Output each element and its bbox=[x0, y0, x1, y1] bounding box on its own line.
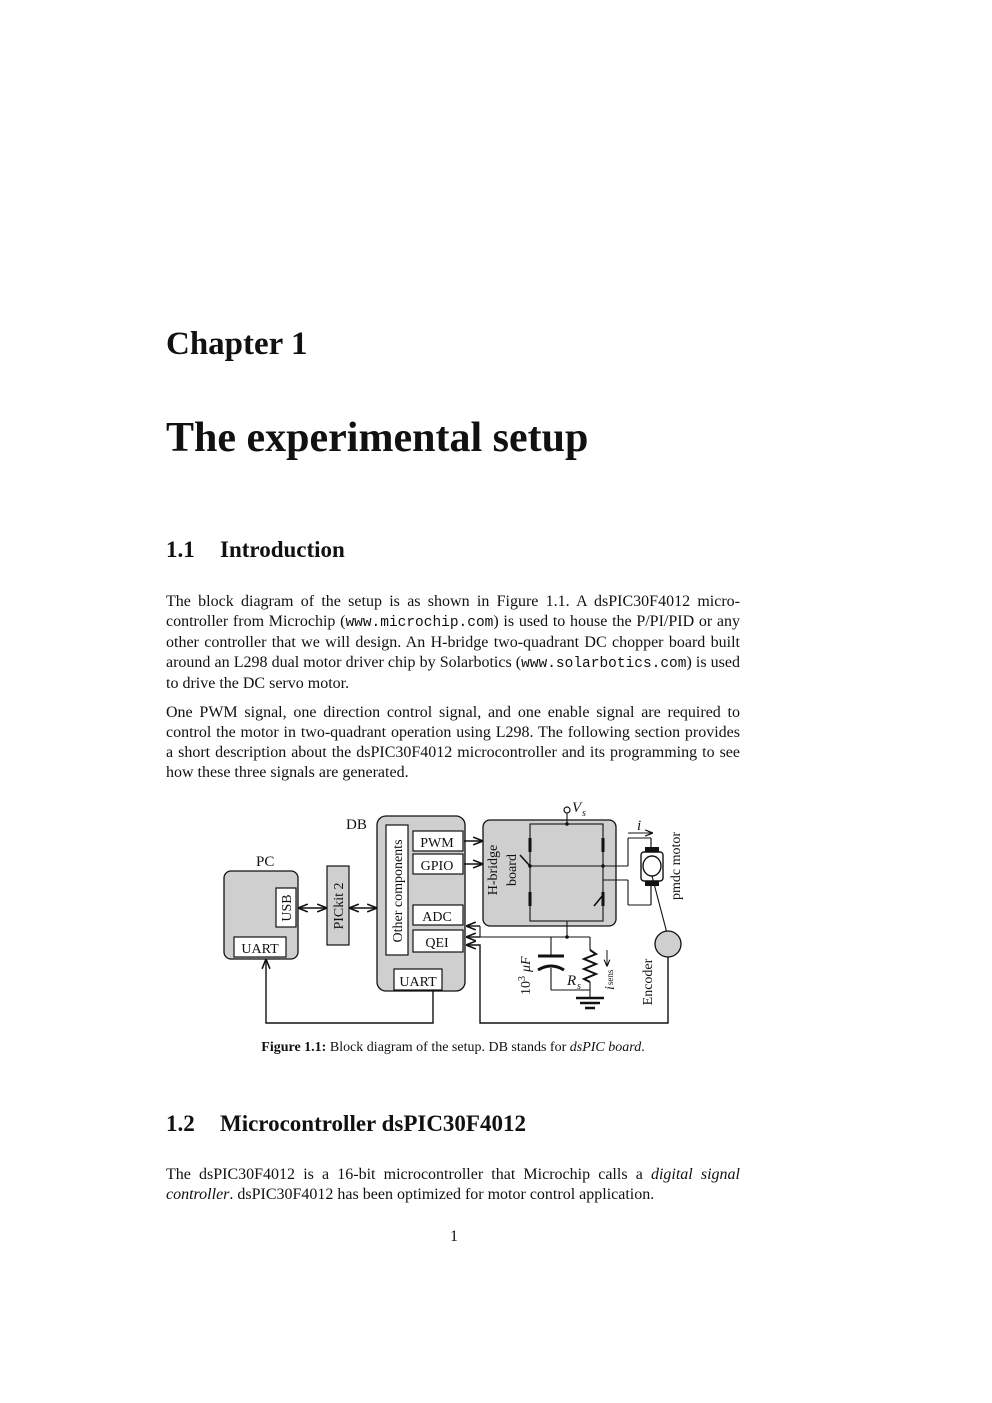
adc-label: ADC bbox=[422, 910, 452, 925]
hbridge-switches bbox=[528, 838, 605, 906]
pc-uart-label: UART bbox=[241, 942, 279, 957]
hbridge-label-2: board bbox=[505, 854, 520, 886]
paragraph-intro-2: One PWM signal, one direction control si… bbox=[166, 704, 740, 781]
encoder-symbol bbox=[654, 930, 682, 958]
motor-symbol bbox=[640, 838, 664, 905]
db-label: DB bbox=[346, 817, 367, 833]
hbridge-switch-blades bbox=[519, 854, 604, 907]
chapter-label: Chapter 1 bbox=[166, 326, 308, 362]
sense-wiring bbox=[480, 921, 591, 998]
figure-caption: Figure 1.1: Block diagram of the setup. … bbox=[166, 1040, 740, 1056]
caption-italic: dsPIC board bbox=[569, 1040, 642, 1055]
gpio-box bbox=[412, 853, 464, 875]
pc-label: PC bbox=[256, 854, 274, 870]
section-number: 1.2 bbox=[166, 1111, 195, 1136]
paragraph-intro-1: The block diagram of the setup is as sho… bbox=[166, 592, 740, 694]
other-components-label: Other components bbox=[391, 839, 406, 942]
pwm-box bbox=[412, 830, 464, 852]
vs-label: V bbox=[572, 800, 583, 816]
paragraph-text: . dsPIC30F4012 has been optimized for mo… bbox=[229, 1186, 655, 1203]
link-solarbotics[interactable]: www.solarbotics.com bbox=[521, 656, 687, 672]
paragraph-microcontroller: The dsPIC30F4012 is a 16-bit microcontro… bbox=[166, 1165, 740, 1205]
qei-box bbox=[412, 929, 464, 953]
chapter-title: The experimental setup bbox=[166, 415, 589, 461]
section-heading-introduction: 1.1 Introduction bbox=[166, 537, 345, 563]
uart-link-wire bbox=[266, 960, 434, 1024]
motor-label: pmdc motor bbox=[669, 832, 684, 900]
pickit-block bbox=[326, 865, 350, 946]
paragraph-text: ) is used to house the P/PI/PID or any o… bbox=[166, 613, 740, 671]
gpio-label: GPIO bbox=[421, 859, 454, 874]
db-uart-box bbox=[393, 968, 443, 991]
encoder-to-qei-wire bbox=[467, 945, 669, 1024]
current-label: i bbox=[637, 818, 641, 834]
section-title: Microcontroller dsPIC30F4012 bbox=[220, 1111, 526, 1136]
section-title: Introduction bbox=[220, 537, 345, 562]
caption-text: Block diagram of the setup. DB stands fo… bbox=[329, 1040, 570, 1055]
other-components-box bbox=[385, 824, 409, 956]
db-uart-label: UART bbox=[399, 975, 437, 990]
usb-box bbox=[275, 887, 297, 928]
pc-uart-box bbox=[233, 936, 287, 958]
paragraph-text: ) is used to drive the DC servo motor. bbox=[166, 654, 740, 692]
usb-label: USB bbox=[280, 894, 295, 921]
rs-label: R bbox=[566, 973, 576, 989]
encoder-label: Encoder bbox=[641, 958, 656, 1005]
page-number: 1 bbox=[450, 1228, 458, 1245]
capacitor-label: 103μF bbox=[517, 956, 534, 995]
hbridge-block bbox=[482, 819, 617, 927]
section-number: 1.1 bbox=[166, 537, 195, 562]
capacitor-symbol bbox=[537, 954, 565, 972]
qei-label: QEI bbox=[425, 936, 449, 951]
hbridge-label-1: H-bridge bbox=[486, 845, 501, 896]
rs-subscript: s bbox=[577, 981, 581, 992]
vs-subscript: s bbox=[582, 808, 586, 819]
caption-end: . bbox=[641, 1040, 645, 1055]
section-heading-microcontroller: 1.2 Microcontroller dsPIC30F4012 bbox=[166, 1111, 526, 1137]
paragraph-text: The block diagram of the setup is as sho… bbox=[166, 593, 740, 630]
pwm-label: PWM bbox=[420, 836, 454, 851]
isens-label: isens bbox=[603, 969, 618, 990]
paragraph-italic: digital signal controller bbox=[166, 1166, 740, 1203]
caption-label: Figure 1.1: bbox=[261, 1040, 327, 1055]
paragraph-text: The dsPIC30F4012 is a 16-bit microcontro… bbox=[166, 1166, 651, 1183]
resistor-symbol bbox=[581, 949, 599, 983]
adc-box bbox=[412, 904, 464, 926]
ground-symbol bbox=[576, 996, 604, 1010]
pickit-label: PICkit 2 bbox=[332, 882, 347, 929]
link-microchip[interactable]: www.microchip.com bbox=[345, 615, 494, 631]
